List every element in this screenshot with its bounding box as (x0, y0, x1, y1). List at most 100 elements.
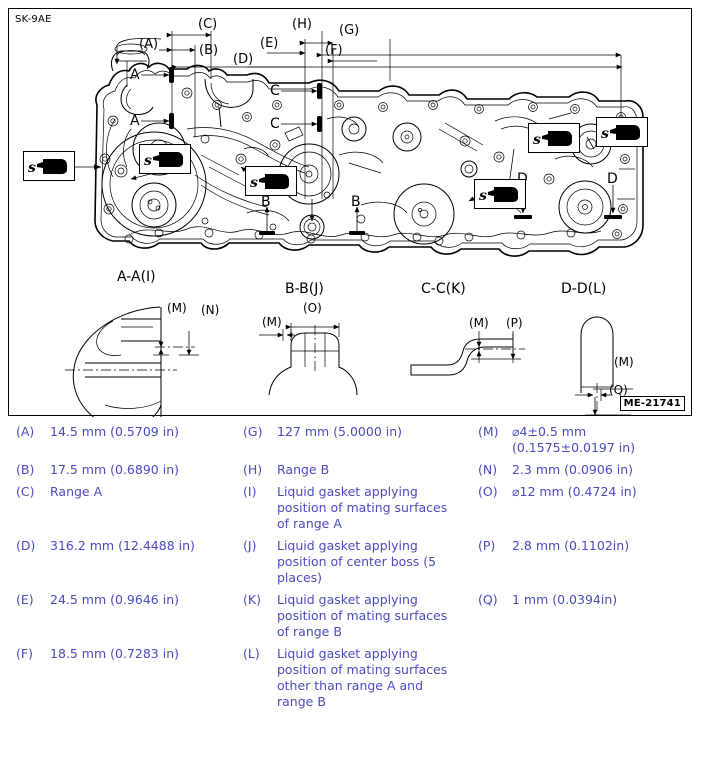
legend-entry-q: (Q) 1 mm (0.0394in) (466, 592, 699, 640)
legend-row: (A) 14.5 mm (0.5709 in) (G) 127 mm (5.00… (0, 424, 701, 456)
view-d-dim-m: (M) (614, 355, 634, 369)
view-b-dim-m: (M) (262, 315, 282, 329)
svg-text:s: s (533, 132, 541, 148)
legend-entry-i: (I) Liquid gasket applying position of m… (233, 484, 466, 532)
legend-value: 14.5 mm (0.5709 in) (50, 424, 179, 439)
gasket-callout-box: s (596, 117, 648, 147)
dimension-label-g: (G) (339, 23, 360, 38)
legend-key: (G) (243, 424, 263, 439)
section-marker-c-upper: C (270, 83, 280, 99)
sheet-code-label: SK-9AE (15, 14, 52, 25)
legend-key: (P) (478, 538, 496, 553)
svg-text:s: s (144, 153, 152, 169)
legend-entry-e: (E) 24.5 mm (0.9646 in) (0, 592, 233, 640)
legend-value: 127 mm (5.0000 in) (277, 424, 403, 439)
legend-row: (D) 316.2 mm (12.4488 in) (J) Liquid gas… (0, 538, 701, 586)
legend-key: (K) (243, 592, 261, 607)
svg-text:s: s (601, 126, 609, 142)
legend-entry-n: (N) 2.3 mm (0.0906 in) (466, 462, 699, 478)
legend-row: (E) 24.5 mm (0.9646 in) (K) Liquid gaske… (0, 592, 701, 640)
legend-entry-empty (466, 646, 699, 710)
legend-entry-a: (A) 14.5 mm (0.5709 in) (0, 424, 233, 456)
view-c-dim-p: (P) (506, 316, 523, 330)
legend-value: Range B (277, 462, 330, 477)
section-marker-d-right: D (607, 171, 618, 187)
svg-text:s: s (28, 160, 36, 176)
gasket-callout-box: s (474, 179, 526, 209)
gasket-callout-box: s (528, 123, 580, 153)
legend-key: (M) (478, 424, 499, 439)
section-marker-a-upper: A (130, 67, 140, 83)
view-c-dim-m: (M) (469, 316, 489, 330)
liquid-gasket-tube-icon: s (479, 187, 518, 204)
legend-row: (F) 18.5 mm (0.7283 in) (L) Liquid gaske… (0, 646, 701, 710)
dimension-label-a: (A) (139, 37, 159, 52)
legend-entry-k: (K) Liquid gasket applying position of m… (233, 592, 466, 640)
view-a-dim-n: (N) (201, 303, 220, 317)
legend-entry-j: (J) Liquid gasket applying position of c… (233, 538, 466, 586)
section-marker-b-right: B (351, 194, 361, 210)
legend-key: (F) (16, 646, 33, 661)
legend-value: ⌀12 mm (0.4724 in) (512, 484, 637, 499)
legend-entry-p: (P) 2.8 mm (0.1102in) (466, 538, 699, 586)
legend-value: 24.5 mm (0.9646 in) (50, 592, 179, 607)
legend-key: (L) (243, 646, 260, 661)
section-view-title-a-a: A-A(I) (117, 269, 156, 285)
legend-entry-m: (M) ⌀4±0.5 mm (0.1575±0.0197 in) (466, 424, 699, 456)
legend-entry-d: (D) 316.2 mm (12.4488 in) (0, 538, 233, 586)
svg-text:s: s (479, 188, 487, 204)
gasket-callout-box: s (139, 144, 191, 174)
gasket-callout-box: s (23, 151, 75, 181)
figure-id-label: ME-21741 (619, 396, 685, 411)
engine-cover-drawing: .ln{fill:none;stroke:#000;stroke-width:1… (65, 31, 644, 417)
liquid-gasket-tube-icon: s (28, 159, 67, 176)
legend-value: Range A (50, 484, 103, 499)
legend-key: (D) (16, 538, 36, 553)
dimension-label-b: (B) (199, 43, 219, 58)
legend-entry-c: (C) Range A (0, 484, 233, 532)
legend-value: 2.8 mm (0.1102in) (512, 538, 630, 553)
section-marker-c-lower: C (270, 116, 280, 132)
section-view-title-b-b: B-B(J) (285, 281, 324, 297)
legend-entry-g: (G) 127 mm (5.0000 in) (233, 424, 466, 456)
legend-row: (B) 17.5 mm (0.6890 in) (H) Range B (N) … (0, 462, 701, 478)
legend-entry-l: (L) Liquid gasket applying position of m… (233, 646, 466, 710)
legend-key: (I) (243, 484, 257, 499)
liquid-gasket-tube-icon: s (250, 174, 289, 191)
legend-key: (N) (478, 462, 498, 477)
legend-entry-f: (F) 18.5 mm (0.7283 in) (0, 646, 233, 710)
legend-value: Liquid gasket applying position of matin… (277, 646, 448, 709)
legend-value: ⌀4±0.5 mm (0.1575±0.0197 in) (512, 424, 636, 455)
legend-entry-b: (B) 17.5 mm (0.6890 in) (0, 462, 233, 478)
liquid-gasket-tube-icon: s (144, 152, 183, 169)
dimension-label-h: (H) (292, 17, 312, 32)
legend-key: (B) (16, 462, 35, 477)
legend-value: 18.5 mm (0.7283 in) (50, 646, 179, 661)
view-a-dim-m: (M) (167, 301, 187, 315)
legend-key: (H) (243, 462, 263, 477)
section-marker-b-left: B (261, 194, 271, 210)
legend-entry-o: (O) ⌀12 mm (0.4724 in) (466, 484, 699, 532)
liquid-gasket-tube-icon: s (533, 131, 572, 148)
view-b-dim-o: (O) (303, 301, 322, 315)
legend-key: (E) (16, 592, 34, 607)
section-view-title-c-c: C-C(K) (421, 281, 466, 297)
legend-entry-h: (H) Range B (233, 462, 466, 478)
legend-value: 316.2 mm (12.4488 in) (50, 538, 195, 553)
legend-value: 1 mm (0.0394in) (512, 592, 618, 607)
legend-value: Liquid gasket applying position of matin… (277, 592, 448, 639)
dimension-label-d: (D) (233, 52, 254, 67)
figure-frame: SK-9AE .ln{fill:none;stroke:#000;stroke-… (8, 8, 692, 417)
gasket-callout-box: s (245, 166, 297, 196)
liquid-gasket-tube-icon: s (601, 125, 640, 142)
legend-value: 17.5 mm (0.6890 in) (50, 462, 179, 477)
dimension-label-e: (E) (260, 36, 279, 51)
legend-key: (C) (16, 484, 35, 499)
svg-text:s: s (250, 175, 258, 191)
legend-table: (A) 14.5 mm (0.5709 in) (G) 127 mm (5.00… (0, 424, 701, 710)
section-marker-a-lower: A (130, 113, 140, 129)
legend-key: (O) (478, 484, 498, 499)
dimension-label-f: (F) (325, 43, 343, 58)
legend-value: 2.3 mm (0.0906 in) (512, 462, 634, 477)
legend-value: Liquid gasket applying position of cente… (277, 538, 437, 585)
